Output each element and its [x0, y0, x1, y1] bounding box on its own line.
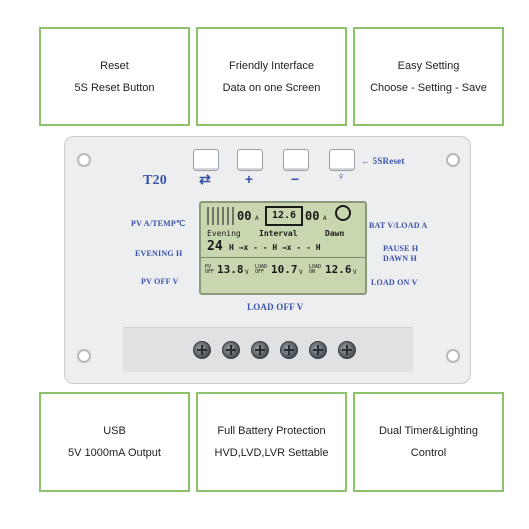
load-off-label: LOAD OFF V [247, 302, 304, 312]
pv-current-value: 00 [237, 209, 252, 223]
feature-title: Reset [100, 59, 129, 72]
lcd-dawn-label: Dawn [325, 229, 345, 238]
dawn-label: DAWN H [383, 254, 417, 263]
lamp-icon [335, 205, 351, 221]
plus-icon: + [244, 171, 254, 187]
load-current-unit: A [323, 215, 327, 222]
pause-label: PAUSE H [383, 244, 419, 253]
load-on-label: LOAD ON V [371, 278, 418, 287]
battery-icon: 12.6 [265, 206, 303, 226]
feature-title: Dual Timer&Lighting [378, 425, 479, 437]
feature-detail: Choose - Setting - Save [370, 81, 487, 94]
feature-box-setting: Easy Setting Choose - Setting - Save [353, 27, 504, 126]
plus-button[interactable] [237, 149, 263, 171]
set-button[interactable] [329, 149, 355, 171]
minus-button[interactable] [283, 149, 309, 171]
feature-box-protection: Full Battery Protection HVD,LVD,LVR Sett… [196, 392, 347, 492]
lcd-load-on-label: LOAD ON [309, 264, 322, 275]
feature-title: USB [103, 425, 126, 437]
feature-detail: Control [410, 447, 447, 459]
terminal-screw [280, 341, 298, 359]
feature-title: Friendly Interface [229, 59, 314, 72]
minus-icon: − [290, 171, 300, 187]
lcd-pv-off-label: PV OFF [205, 264, 215, 275]
volt-unit: V [245, 269, 249, 276]
feature-detail: 5S Reset Button [74, 81, 155, 94]
load-current-value: 00 [305, 209, 320, 223]
pv-temp-label: PV A/TEMP℃ [131, 219, 186, 228]
mode-button[interactable] [193, 149, 219, 171]
lcd-interval-label: Interval [259, 229, 298, 238]
mount-hole [77, 349, 91, 363]
bat-load-label: BAT V/LOAD A [369, 221, 428, 230]
feature-detail: 5V 1000mA Output [68, 447, 161, 459]
terminal-screw [222, 341, 240, 359]
reset-hint: ← 5SReset [361, 156, 405, 166]
volt-unit: V [353, 269, 357, 276]
pv-off-label: PV OFF V [141, 277, 179, 286]
evening-label: EVENING H [135, 249, 183, 258]
feature-box-timer: Dual Timer&Lighting Control [353, 392, 504, 492]
terminal-screw [193, 341, 211, 359]
model-label: T20 [143, 173, 167, 188]
feature-title: Easy Setting [397, 59, 460, 72]
lcd-pv-off-value: 13.8 [217, 263, 244, 276]
lcd-load-off-label: LOAD OFF [255, 264, 268, 275]
terminal-screw [309, 341, 327, 359]
feature-box-usb: USB 5V 1000mA Output [39, 392, 190, 492]
mount-hole [446, 153, 460, 167]
lcd-divider [201, 257, 365, 258]
mount-hole [77, 153, 91, 167]
solar-panel-icon [207, 207, 235, 225]
feature-box-interface: Friendly Interface Data on one Screen [196, 27, 347, 126]
lcd-evening-label: Evening [207, 229, 241, 238]
solar-controller-device: T20 ⇄ + − ♀ ← 5SReset PV A/TEMP℃ EVENING… [64, 136, 471, 384]
pv-current-unit: A [255, 215, 259, 222]
lcd-load-on-value: 12.6 [325, 263, 352, 276]
bulb-icon: ♀ [336, 171, 346, 183]
lcd-interval-value: H →x - - H →x - - H [229, 243, 321, 252]
lcd-evening-value: 24 [207, 239, 223, 254]
feature-box-reset: Reset 5S Reset Button [39, 27, 190, 126]
terminal-screw [251, 341, 269, 359]
feature-detail: HVD,LVD,LVR Settable [214, 447, 329, 459]
volt-unit: V [299, 269, 303, 276]
feature-detail: Data on one Screen [222, 81, 321, 94]
feature-title: Full Battery Protection [217, 425, 326, 437]
mode-icon: ⇄ [199, 171, 211, 187]
mount-hole [446, 349, 460, 363]
lcd-display: 00 A 12.6 00 A Evening Interval Dawn 24 … [199, 201, 367, 295]
lcd-load-off-value: 10.7 [271, 263, 298, 276]
terminal-screw [338, 341, 356, 359]
